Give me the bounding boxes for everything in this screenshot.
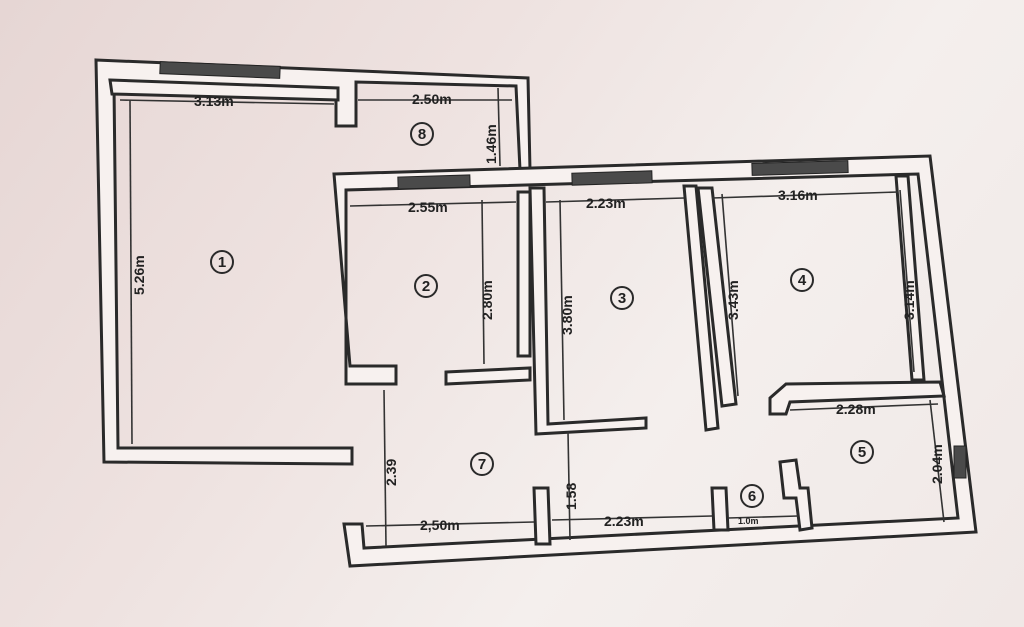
room-number-3: 3 [618,290,626,307]
dim-label-room7-width: 2,50m [420,517,460,533]
dim-label-room1-width: 3.13m [194,93,234,109]
window-room3 [571,170,653,186]
wall-room2-right [516,190,532,358]
dim-label-room6: 1.0m [738,516,759,526]
dim-label-room3-height: 3.80m [559,295,575,335]
dim-line-room3-width [545,197,685,203]
room-badge-1: 1 [210,250,234,274]
room-number-7: 7 [478,456,486,473]
dim-line-room5-width [789,403,939,411]
room-number-5: 5 [858,444,866,461]
room-badge-2: 2 [414,274,438,298]
wing-right-walls [332,154,978,568]
dim-line-hall-height [567,431,571,541]
room-number-1: 1 [218,254,226,271]
dim-line-room8-height [497,87,501,167]
room-badge-4: 4 [790,268,814,292]
window-room2 [397,174,471,190]
wall-hall-bottom-divider [532,486,552,546]
dim-line-room1-width [119,99,335,105]
dimension-lines [119,87,945,547]
dim-label-room5-width: 2.28m [836,401,876,417]
window-room1 [159,61,281,79]
room-badges: 1 2 3 4 5 6 7 8 [210,122,874,508]
dim-label-room2-height: 2.80m [479,280,495,320]
wing-left-walls [94,58,532,466]
dim-label-room8-height: 1.46m [483,124,499,164]
dim-line-room2-width [349,201,517,207]
wall-room5-left [778,458,814,532]
room-badge-5: 5 [850,440,874,464]
dim-line-room4-width [711,191,899,199]
dim-line-room6-width [727,515,799,519]
dim-label-room5-height: 2.04m [929,444,945,484]
wall-room4-right [894,174,926,382]
dim-label-room1-height: 5.26m [131,255,147,295]
windows [159,61,967,479]
wall-room2-bottom [444,366,532,386]
dim-line-room4-left-height [721,193,739,397]
room-badge-7: 7 [470,452,494,476]
dim-line-room7-width [365,521,535,527]
dim-label-room4-left-height: 3.43m [725,280,741,320]
wall-room3-right [682,184,720,432]
dim-label-room4-width: 3.16m [778,187,818,203]
dimension-labels: 3.13m 5.26m 2.50m 1.46m 2.55m 2.80m 2.23… [131,91,945,533]
wall-room4-left [696,186,738,408]
room-number-4: 4 [798,272,807,289]
wall-room3-left [528,186,648,436]
dim-label-hall-width: 2.23m [604,513,644,529]
room-badge-8: 8 [410,122,434,146]
outer-wall-left-wing [94,58,532,466]
dim-label-room7-height: 2.39 [383,459,399,486]
room-number-8: 8 [418,126,426,143]
dim-label-hall-height: 1.58 [563,483,579,510]
dim-line-hall-width [551,515,713,521]
dim-line-room1-height [129,99,133,445]
outer-wall-right-block [332,154,978,568]
wall-room5-top [768,380,946,416]
dim-line-room5-height [929,399,945,523]
dim-line-room3-height [559,199,565,421]
room1-inner-top [108,78,340,102]
dim-line-room4-right-height [899,189,915,373]
dim-line-room2-height [481,199,485,365]
room-badge-3: 3 [610,286,634,310]
dim-label-room4-right-height: 3.14m [901,280,917,320]
window-room5 [953,445,967,479]
dim-label-room2-width: 2.55m [408,199,448,215]
dim-line-room7-height [383,389,387,547]
room-badge-6: 6 [740,484,764,508]
room-number-6: 6 [748,488,756,505]
dim-label-room8-width: 2.50m [412,91,452,107]
dim-label-room3-width: 2.23m [586,195,626,211]
room-number-2: 2 [422,278,430,295]
window-room4 [751,160,849,176]
wall-room6-left [710,486,730,532]
